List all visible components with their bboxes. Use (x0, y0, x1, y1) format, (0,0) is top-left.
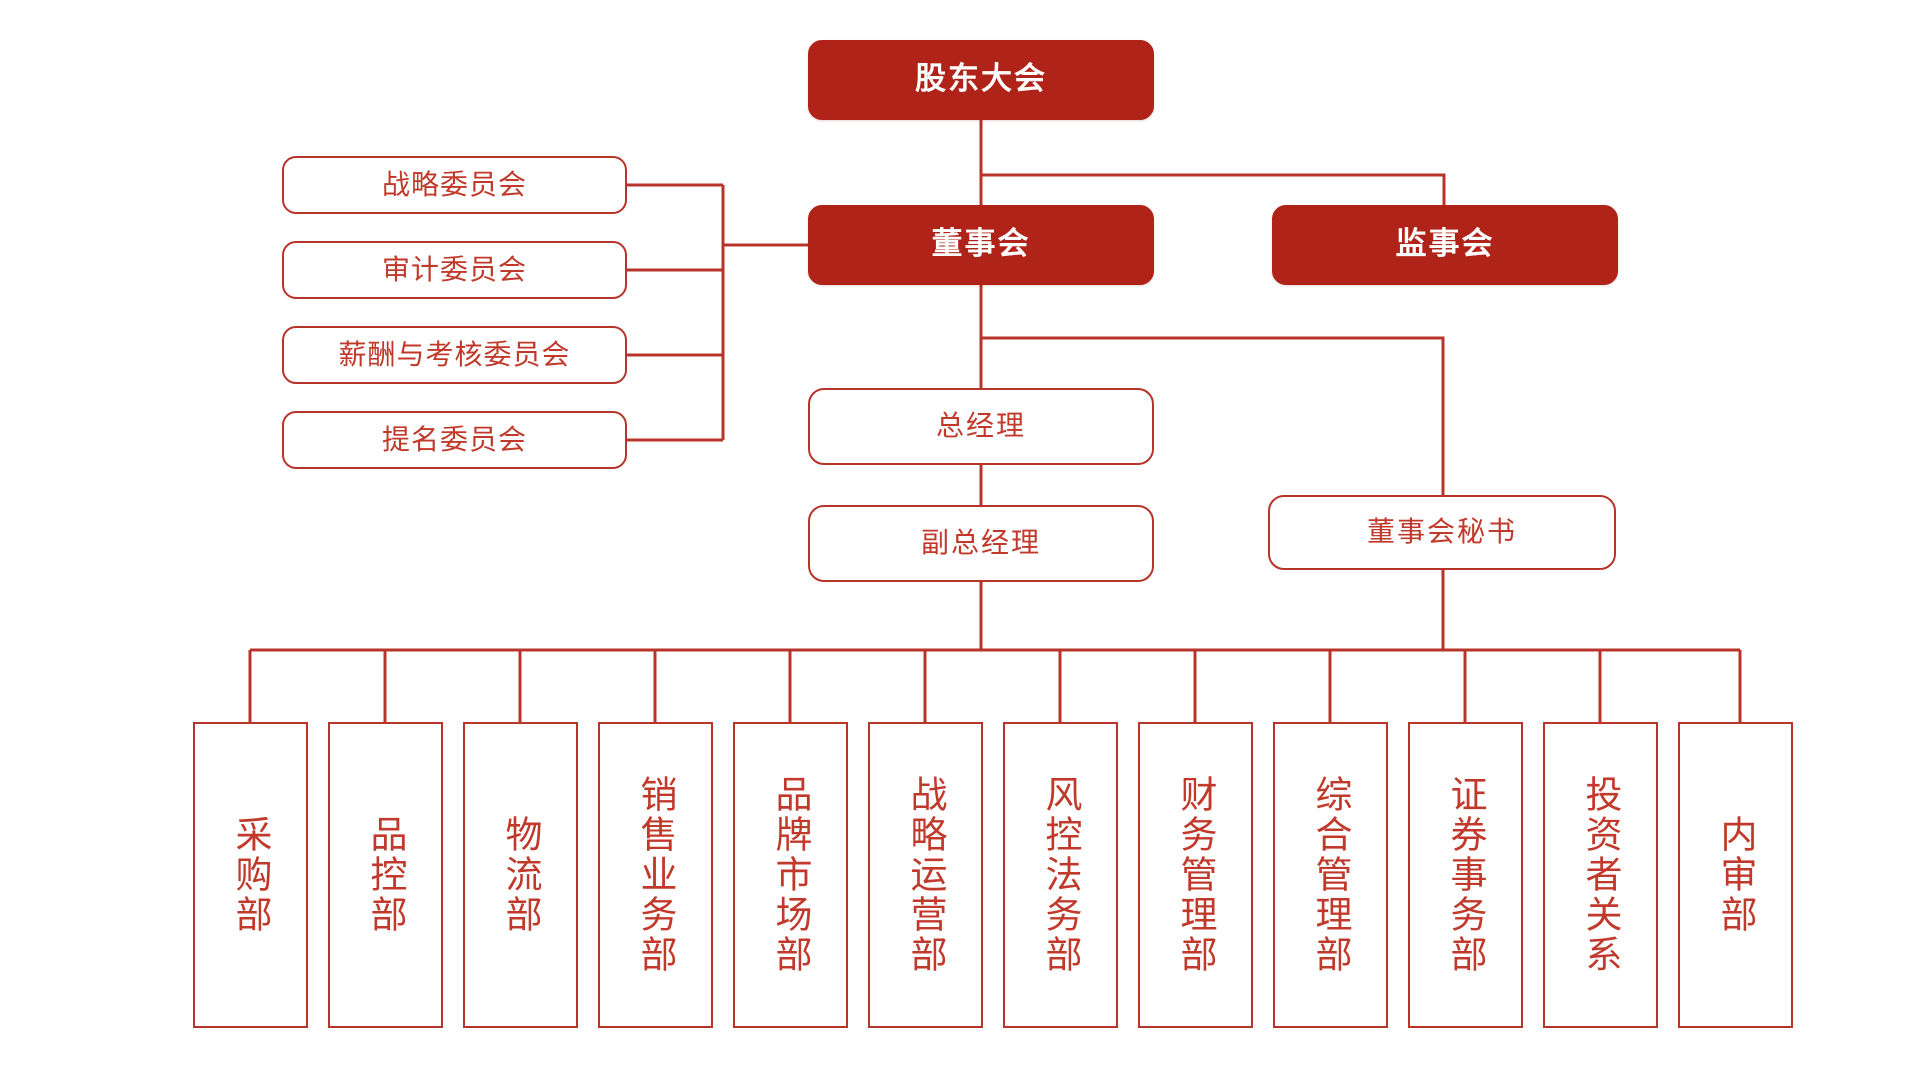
node-committee-audit[interactable]: 审计委员会 (282, 241, 627, 299)
node-board-of-directors[interactable]: 董事会 (808, 205, 1154, 285)
node-deputy-general-manager[interactable]: 副总经理 (808, 505, 1154, 582)
node-label: 董事会 (931, 226, 1031, 263)
node-dept-internal-audit[interactable]: 内审部 (1678, 722, 1793, 1028)
node-label: 薪酬与考核委员会 (338, 337, 571, 371)
node-dept-general-administration[interactable]: 综合管理部 (1273, 722, 1388, 1028)
node-dept-strategy-operations[interactable]: 战略运营部 (868, 722, 983, 1028)
node-label: 总经理 (935, 409, 1026, 443)
node-label: 财务管理部 (1174, 775, 1217, 975)
node-label: 审计委员会 (381, 252, 527, 286)
node-label: 采购部 (229, 815, 272, 935)
node-dept-finance-management[interactable]: 财务管理部 (1138, 722, 1253, 1028)
node-general-manager[interactable]: 总经理 (808, 388, 1154, 465)
node-label: 战略运营部 (904, 775, 947, 975)
node-label: 监事会 (1395, 226, 1495, 263)
node-board-secretary[interactable]: 董事会秘书 (1268, 495, 1616, 570)
node-label: 股东大会 (915, 61, 1047, 98)
node-dept-sales-business[interactable]: 销售业务部 (598, 722, 713, 1028)
node-dept-logistics[interactable]: 物流部 (463, 722, 578, 1028)
node-label: 风控法务部 (1039, 775, 1082, 975)
node-label: 内审部 (1714, 815, 1757, 935)
node-label: 品控部 (364, 815, 407, 935)
node-label: 董事会秘书 (1366, 515, 1517, 549)
node-dept-brand-marketing[interactable]: 品牌市场部 (733, 722, 848, 1028)
node-committee-strategy[interactable]: 战略委员会 (282, 156, 627, 214)
node-label: 品牌市场部 (769, 775, 812, 975)
node-dept-procurement[interactable]: 采购部 (193, 722, 308, 1028)
node-label: 证券事务部 (1444, 775, 1487, 975)
node-label: 提名委员会 (381, 422, 527, 456)
node-board-of-supervisors[interactable]: 监事会 (1272, 205, 1618, 285)
node-committee-nomination[interactable]: 提名委员会 (282, 411, 627, 469)
node-label: 销售业务部 (634, 775, 677, 975)
node-label: 副总经理 (920, 526, 1041, 560)
node-label: 物流部 (499, 815, 542, 935)
node-shareholders-meeting[interactable]: 股东大会 (808, 40, 1154, 120)
node-dept-quality-control[interactable]: 品控部 (328, 722, 443, 1028)
node-committee-remuneration-appraisal[interactable]: 薪酬与考核委员会 (282, 326, 627, 384)
node-label: 投资者关系 (1579, 775, 1622, 975)
node-dept-investor-relations[interactable]: 投资者关系 (1543, 722, 1658, 1028)
node-label: 战略委员会 (381, 167, 527, 201)
node-label: 综合管理部 (1309, 775, 1352, 975)
node-dept-securities-affairs[interactable]: 证券事务部 (1408, 722, 1523, 1028)
node-dept-risk-legal[interactable]: 风控法务部 (1003, 722, 1118, 1028)
